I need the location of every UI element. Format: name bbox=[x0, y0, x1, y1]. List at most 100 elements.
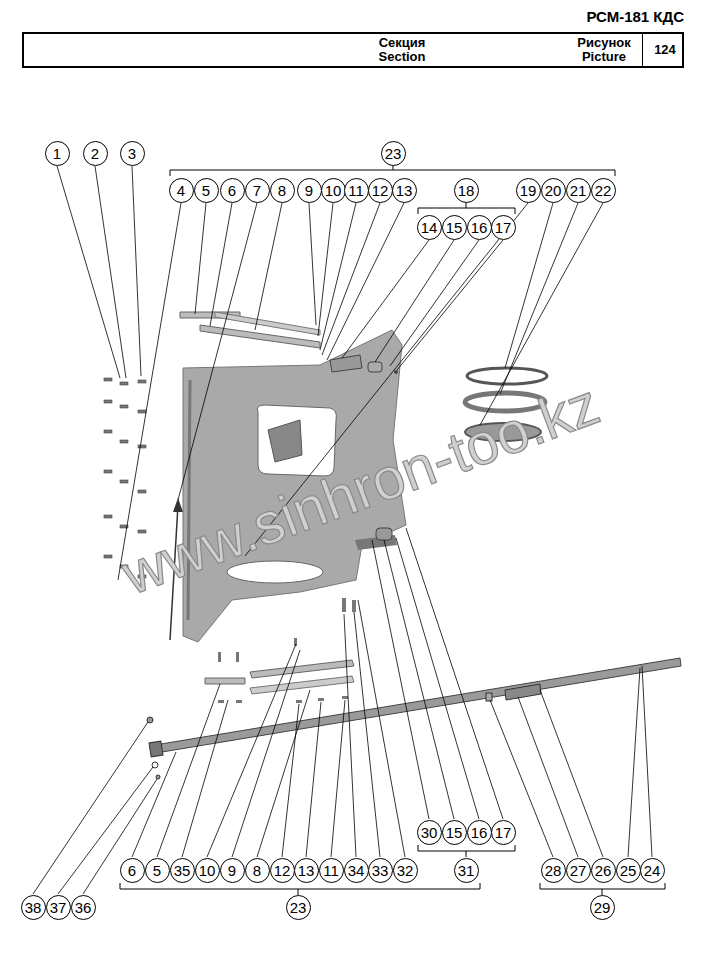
group-bracket bbox=[418, 202, 515, 214]
callout-text: 1 bbox=[53, 146, 61, 161]
callout-number: 22 bbox=[591, 178, 616, 203]
callout-number: 12 bbox=[270, 858, 295, 883]
callout-text: 29 bbox=[594, 900, 611, 915]
callout-text: 14 bbox=[421, 220, 438, 235]
group-bracket bbox=[120, 883, 480, 895]
callout-number: 1 bbox=[45, 141, 70, 166]
callout-number: 38 bbox=[21, 895, 46, 920]
group-bracket bbox=[540, 883, 665, 895]
callout-text: 8 bbox=[253, 863, 261, 878]
callout-text: 16 bbox=[471, 220, 488, 235]
callout-text: 12 bbox=[372, 183, 389, 198]
callout-text: 19 bbox=[520, 183, 537, 198]
direction-arrow bbox=[173, 498, 183, 512]
callout-number: 16 bbox=[467, 215, 492, 240]
callout-text: 9 bbox=[305, 183, 313, 198]
callout-number: 23 bbox=[286, 895, 311, 920]
callout-number: 33 bbox=[368, 858, 393, 883]
callout-text: 17 bbox=[495, 220, 512, 235]
callout-number: 26 bbox=[591, 858, 616, 883]
callout-text: 24 bbox=[644, 863, 661, 878]
callout-text: 7 bbox=[253, 183, 261, 198]
callout-number: 13 bbox=[294, 858, 319, 883]
callout-number: 5 bbox=[145, 858, 170, 883]
callout-number: 27 bbox=[566, 858, 591, 883]
callout-text: 33 bbox=[372, 863, 389, 878]
callout-text: 30 bbox=[421, 825, 438, 840]
callout-number: 12 bbox=[368, 178, 393, 203]
ring-part bbox=[486, 693, 492, 701]
callout-number: 9 bbox=[297, 178, 322, 203]
callout-text: 23 bbox=[385, 146, 402, 161]
callout-text: 15 bbox=[446, 220, 463, 235]
callout-text: 6 bbox=[128, 863, 136, 878]
callout-number: 36 bbox=[71, 895, 96, 920]
callout-text: 10 bbox=[199, 863, 216, 878]
callout-text: 11 bbox=[323, 863, 339, 878]
strip-part bbox=[250, 660, 354, 678]
callout-text: 5 bbox=[153, 863, 161, 878]
bearing-part bbox=[376, 528, 392, 540]
callout-number: 21 bbox=[566, 178, 591, 203]
header-box: Секция SectionРисунок Picture124 bbox=[22, 32, 684, 68]
header-text: Рисунок Picture bbox=[569, 36, 639, 64]
strip-part bbox=[215, 312, 320, 335]
callout-number: 10 bbox=[321, 178, 346, 203]
callout-text: 16 bbox=[471, 825, 488, 840]
callout-number: 37 bbox=[46, 895, 71, 920]
group-bracket bbox=[170, 165, 615, 176]
group-bracket bbox=[418, 845, 515, 857]
callout-text: 34 bbox=[348, 863, 365, 878]
callout-number: 11 bbox=[344, 178, 369, 203]
bracket-part bbox=[268, 420, 302, 462]
callout-number: 20 bbox=[541, 178, 566, 203]
callout-number: 13 bbox=[392, 178, 417, 203]
callout-text: 2 bbox=[91, 146, 99, 161]
callout-text: 3 bbox=[128, 146, 136, 161]
callout-number: 6 bbox=[220, 178, 245, 203]
callout-text: 25 bbox=[620, 863, 637, 878]
callout-number: 8 bbox=[270, 178, 295, 203]
strip-part bbox=[250, 676, 354, 694]
callout-number: 6 bbox=[120, 858, 145, 883]
callout-number: 31 bbox=[454, 858, 479, 883]
callout-number: 28 bbox=[541, 858, 566, 883]
bushing-part bbox=[368, 362, 382, 372]
callout-text: 6 bbox=[228, 183, 236, 198]
callout-number: 29 bbox=[590, 895, 615, 920]
callout-text: 26 bbox=[595, 863, 612, 878]
callout-text: 8 bbox=[278, 183, 286, 198]
callout-number: 14 bbox=[417, 215, 442, 240]
callout-number: 35 bbox=[170, 858, 195, 883]
callout-number: 15 bbox=[442, 215, 467, 240]
callout-text: 35 bbox=[174, 863, 191, 878]
callout-text: 13 bbox=[298, 863, 315, 878]
callout-text: 23 bbox=[290, 900, 307, 915]
callout-text: 12 bbox=[274, 863, 291, 878]
callout-text: 38 bbox=[25, 900, 42, 915]
header-text: Секция Section bbox=[369, 36, 435, 64]
callout-number: 17 bbox=[491, 215, 516, 240]
callout-text: 13 bbox=[396, 183, 413, 198]
leader-lines bbox=[33, 166, 652, 894]
callout-text: 9 bbox=[228, 863, 236, 878]
callout-text: 21 bbox=[570, 183, 587, 198]
sleeve-part bbox=[505, 684, 541, 700]
bolt-set bbox=[218, 598, 356, 703]
callout-text: 11 bbox=[348, 183, 364, 198]
callout-number: 5 bbox=[194, 178, 219, 203]
callout-number: 8 bbox=[245, 858, 270, 883]
callout-number: 17 bbox=[491, 820, 516, 845]
callout-number: 2 bbox=[83, 141, 108, 166]
callout-number: 24 bbox=[640, 858, 665, 883]
callout-number: 4 bbox=[169, 178, 194, 203]
callout-text: 36 bbox=[75, 900, 92, 915]
shaft-end bbox=[149, 741, 163, 757]
callout-text: 32 bbox=[397, 863, 414, 878]
callout-number: 30 bbox=[417, 820, 442, 845]
pin-part bbox=[394, 370, 398, 374]
callout-text: 17 bbox=[495, 825, 512, 840]
callout-text: 4 bbox=[177, 183, 185, 198]
callout-number: 15 bbox=[442, 820, 467, 845]
callout-number: 9 bbox=[220, 858, 245, 883]
